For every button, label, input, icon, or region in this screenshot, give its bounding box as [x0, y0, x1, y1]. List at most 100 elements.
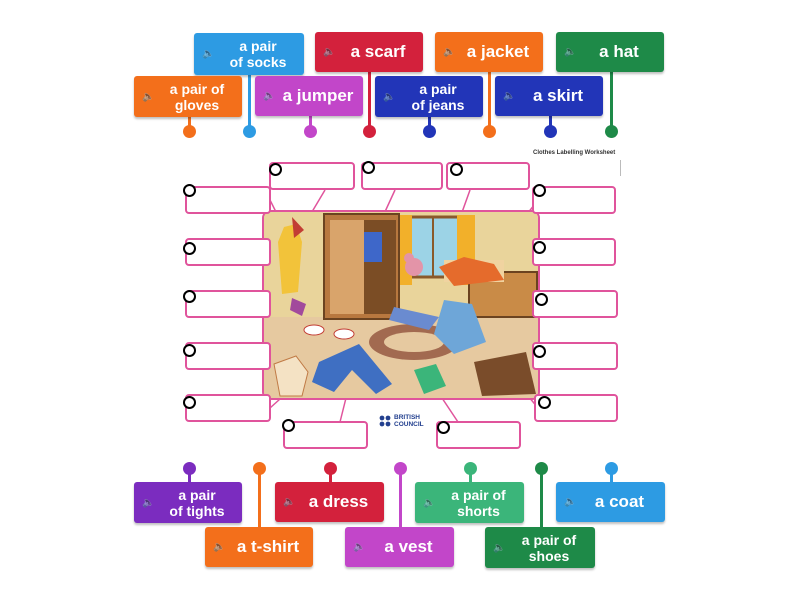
pin-head[interactable] — [423, 125, 436, 138]
tile-label: a coat — [594, 492, 645, 511]
speaker-icon[interactable]: 🔈 — [202, 48, 215, 60]
bedroom-illustration — [262, 210, 540, 400]
speaker-icon[interactable]: 🔈 — [142, 91, 155, 102]
answer-box[interactable] — [185, 186, 271, 214]
drop-marker — [437, 421, 450, 434]
tile-label: a scarf — [350, 42, 406, 61]
drop-marker — [269, 163, 282, 176]
pin-head[interactable] — [253, 462, 266, 475]
tile-label: a jacket — [466, 42, 530, 61]
speaker-icon[interactable]: 🔈 — [213, 541, 226, 553]
tile-a-jacket[interactable]: 🔈 a jacket — [435, 32, 543, 72]
tile-a-jumper[interactable]: 🔈 a jumper — [255, 76, 363, 116]
tile-a-t-shirt[interactable]: 🔈 a t-shirt — [205, 527, 313, 567]
speaker-icon[interactable]: 🔈 — [353, 541, 366, 553]
pin-head[interactable] — [183, 462, 196, 475]
answer-box[interactable] — [532, 342, 618, 370]
pin-stem — [188, 117, 191, 131]
tile-label: a vest — [384, 537, 433, 556]
pin-head[interactable] — [363, 125, 376, 138]
speaker-icon[interactable]: 🔈 — [423, 497, 436, 508]
tile-label: a t-shirt — [236, 537, 300, 556]
answer-box[interactable] — [532, 238, 616, 266]
pin-stem — [549, 116, 552, 131]
drop-marker — [183, 396, 196, 409]
answer-box[interactable] — [532, 186, 616, 214]
pin-head[interactable] — [535, 462, 548, 475]
tile-a-skirt[interactable]: 🔈 a skirt — [495, 76, 603, 116]
speaker-icon[interactable]: 🔈 — [564, 46, 577, 58]
drop-marker — [538, 396, 551, 409]
pin-stem — [309, 116, 312, 131]
answer-box[interactable] — [283, 421, 368, 449]
tile-a-scarf[interactable]: 🔈 a scarf — [315, 32, 423, 72]
speaker-icon[interactable]: 🔈 — [323, 46, 336, 58]
speaker-icon[interactable]: 🔈 — [263, 90, 276, 102]
speaker-icon[interactable]: 🔈 — [283, 496, 296, 508]
pin-stem — [188, 468, 191, 482]
answer-box[interactable] — [185, 238, 271, 266]
drop-marker — [450, 163, 463, 176]
pin-head[interactable] — [183, 125, 196, 138]
answer-box[interactable] — [185, 342, 271, 370]
tile-a-dress[interactable]: 🔈 a dress — [275, 482, 384, 522]
pin-stem — [399, 468, 402, 527]
pin-stem — [368, 72, 371, 131]
pin-head[interactable] — [464, 462, 477, 475]
drop-marker — [183, 344, 196, 357]
drop-marker — [362, 161, 375, 174]
speaker-icon[interactable]: 🔈 — [142, 497, 155, 508]
pin-stem — [248, 75, 251, 131]
answer-box[interactable] — [436, 421, 521, 449]
pin-head[interactable] — [394, 462, 407, 475]
pin-stem — [540, 468, 543, 527]
pin-stem — [258, 468, 261, 527]
pin-head[interactable] — [243, 125, 256, 138]
messy-room-picture — [264, 212, 538, 398]
drop-marker — [533, 241, 546, 254]
tile-label: a hat — [599, 42, 639, 61]
answer-box[interactable] — [269, 162, 355, 190]
tile-a-vest[interactable]: 🔈 a vest — [345, 527, 454, 567]
speaker-icon[interactable]: 🔈 — [503, 90, 516, 102]
pin-head[interactable] — [304, 125, 317, 138]
tile-a-coat[interactable]: 🔈 a coat — [556, 482, 665, 522]
speaker-icon[interactable]: 🔈 — [443, 46, 456, 58]
drop-marker — [282, 419, 295, 432]
answer-box[interactable] — [185, 290, 271, 318]
pin-head[interactable] — [605, 462, 618, 475]
tile-a-hat[interactable]: 🔈 a hat — [556, 32, 664, 72]
pin-head[interactable] — [483, 125, 496, 138]
pin-stem — [488, 72, 491, 131]
title-divider — [620, 160, 621, 176]
speaker-icon[interactable]: 🔈 — [383, 91, 396, 102]
pin-head[interactable] — [544, 125, 557, 138]
answer-box[interactable] — [185, 394, 271, 422]
pin-head[interactable] — [605, 125, 618, 138]
drop-marker — [533, 345, 546, 358]
worksheet-title: Clothes Labelling Worksheet — [533, 150, 616, 156]
drop-marker — [183, 290, 196, 303]
speaker-icon[interactable]: 🔈 — [564, 496, 577, 508]
british-council-emblem — [379, 415, 391, 427]
pin-stem — [428, 117, 431, 131]
pin-head[interactable] — [324, 462, 337, 475]
tile-label: a dress — [308, 492, 369, 511]
drop-marker — [533, 184, 546, 197]
speaker-icon[interactable]: 🔈 — [493, 542, 506, 553]
